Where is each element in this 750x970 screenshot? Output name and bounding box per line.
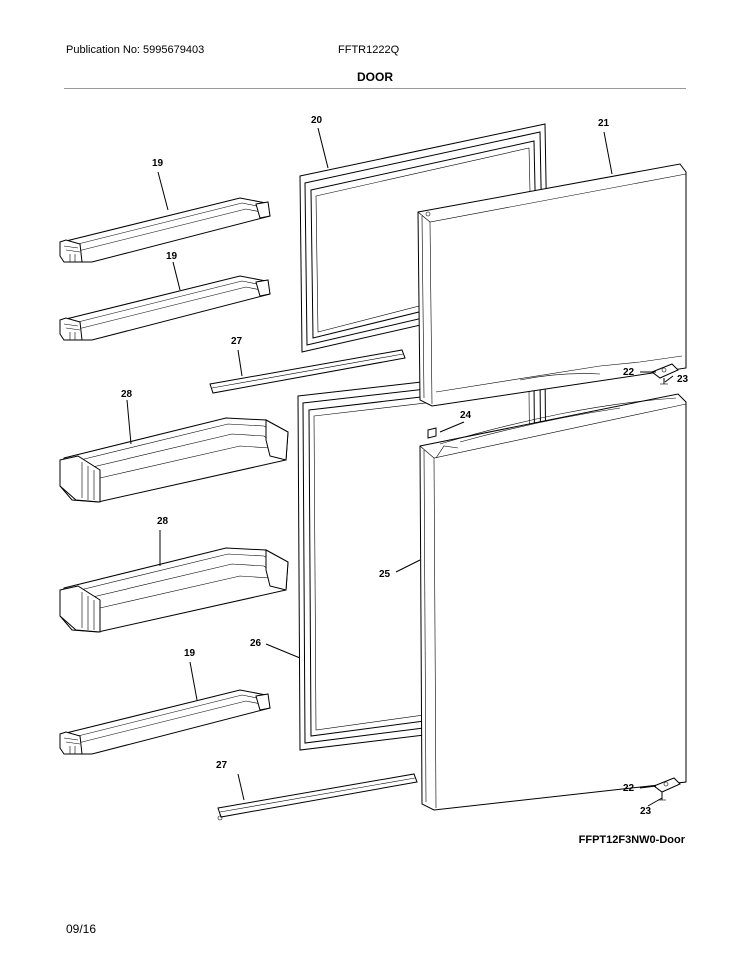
- door-bin-28-upper[interactable]: [59, 417, 289, 503]
- freezer-door-21[interactable]: [417, 163, 687, 407]
- callout-21: 21: [598, 118, 610, 129]
- callout-27-bottom: 27: [216, 760, 228, 771]
- fresh-food-door-25[interactable]: [419, 393, 687, 811]
- model-number: FFTR1222Q: [338, 44, 400, 56]
- hinge-pin-23-top[interactable]: [660, 378, 668, 385]
- figure-code: FFPT12F3NW0-Door: [578, 834, 685, 846]
- leader-lines: [126, 127, 674, 807]
- cap-24[interactable]: [427, 427, 437, 439]
- callout-24: 24: [460, 410, 472, 421]
- header-rule: [64, 88, 686, 89]
- callout-19-c: 19: [184, 648, 196, 659]
- hinge-pin-23-bottom[interactable]: [658, 792, 666, 801]
- callout-23-bottom: 23: [640, 806, 652, 817]
- hinge-22-top[interactable]: [650, 363, 679, 379]
- door-trim-27-bottom[interactable]: [217, 773, 418, 821]
- callout-19-a: 19: [152, 158, 164, 169]
- door-shelf-19-top[interactable]: [59, 197, 271, 263]
- publication-date: 09/16: [66, 922, 97, 936]
- callout-26: 26: [250, 638, 262, 649]
- door-shelf-19-middle[interactable]: [59, 275, 271, 341]
- callout-28-a: 28: [121, 389, 133, 400]
- publication-number: Publication No: 5995679403: [66, 44, 205, 56]
- callout-22-top: 22: [623, 367, 635, 378]
- section-title: DOOR: [357, 70, 393, 84]
- hinge-22-bottom[interactable]: [652, 777, 681, 793]
- callout-27-top: 27: [231, 336, 243, 347]
- door-trim-27-top[interactable]: [209, 349, 406, 394]
- callout-20: 20: [311, 115, 323, 126]
- callout-23-top: 23: [677, 374, 689, 385]
- callout-19-b: 19: [166, 251, 178, 262]
- callout-22-bottom: 22: [623, 783, 635, 794]
- door-shelf-19-bottom[interactable]: [59, 689, 271, 755]
- callout-25: 25: [379, 569, 391, 580]
- door-bin-28-lower[interactable]: [59, 547, 289, 633]
- callout-28-b: 28: [157, 516, 169, 527]
